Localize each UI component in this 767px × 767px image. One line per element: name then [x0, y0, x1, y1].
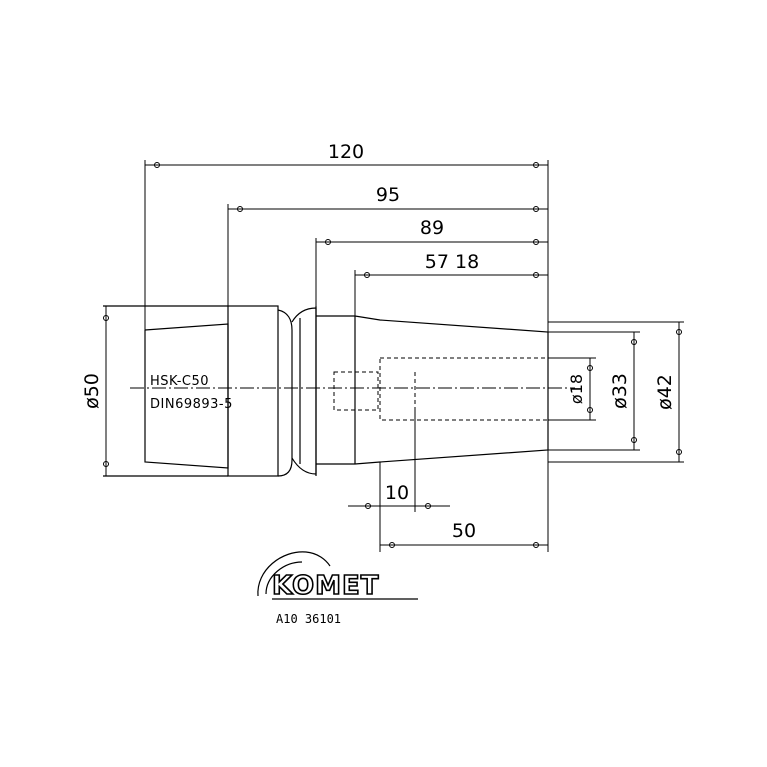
logo-swoosh-inner	[265, 561, 303, 595]
dim-length-57-18: 57 18	[425, 251, 479, 273]
komet-logo: KOMET	[257, 551, 418, 602]
dim-bore-depth-50: 50	[452, 520, 476, 542]
dim-diameter-42: ø42	[654, 374, 676, 410]
part-number: A10 36101	[276, 612, 341, 626]
part-outline	[103, 305, 549, 477]
dim-diameter-33: ø33	[609, 373, 631, 409]
hidden-bores	[333, 357, 549, 421]
dim-diameter-50: ø50	[81, 373, 103, 409]
logo-brand-text: KOMET	[272, 571, 379, 601]
dim-length-89: 89	[420, 217, 444, 239]
diameter-dimensions	[103, 306, 684, 476]
dim-offset-10: 10	[385, 482, 409, 504]
dim-length-95: 95	[376, 184, 400, 206]
horizontal-dimensions	[144, 160, 549, 552]
dim-overall-length: 120	[328, 141, 364, 163]
dim-diameter-18: ø18	[567, 374, 586, 404]
logo-swoosh	[257, 551, 331, 597]
note-shank-type: HSK-C50	[150, 374, 209, 389]
note-standard: DIN69893-5	[150, 397, 233, 412]
